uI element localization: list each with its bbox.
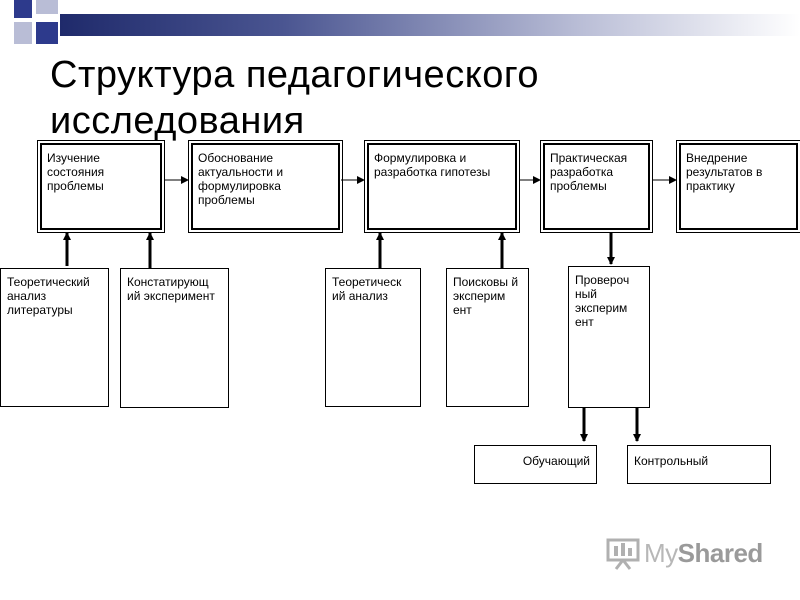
decor-square — [14, 22, 32, 44]
node-control: Контрольный — [627, 445, 771, 484]
node-hypothesis: Формулировка и разработка гипотезы — [364, 140, 520, 233]
node-teaching: Обучающий — [474, 445, 597, 484]
node-theory-literature: Теоретический анализ литературы — [0, 268, 109, 407]
decor-square — [14, 0, 32, 18]
decor-square — [36, 22, 58, 44]
node-study-problem: Изучение состояния проблемы — [37, 140, 165, 233]
node-ascertaining-experiment: Констатирующ ий эксперимент — [120, 268, 229, 408]
decor-square — [36, 0, 58, 14]
header-gradient-bar — [60, 14, 800, 36]
node-practical: Практическая разработка проблемы — [540, 140, 653, 233]
node-implement: Внедрение результатов в практику — [676, 140, 800, 233]
logo-text: MyShared — [644, 538, 763, 568]
node-search-experiment: Поисковы й эксперим ент — [446, 268, 529, 407]
myshared-logo: MyShared — [606, 536, 766, 572]
page-title: Структура педагогического исследования — [50, 54, 540, 142]
node-justify-problem: Обоснование актуальности и формулировка … — [188, 140, 343, 233]
presentation-icon — [606, 538, 640, 570]
node-verification-experiment: Провероч ный эксперим ент — [568, 266, 650, 408]
node-theoretical-analysis: Теоретическ ий анализ — [325, 268, 421, 407]
